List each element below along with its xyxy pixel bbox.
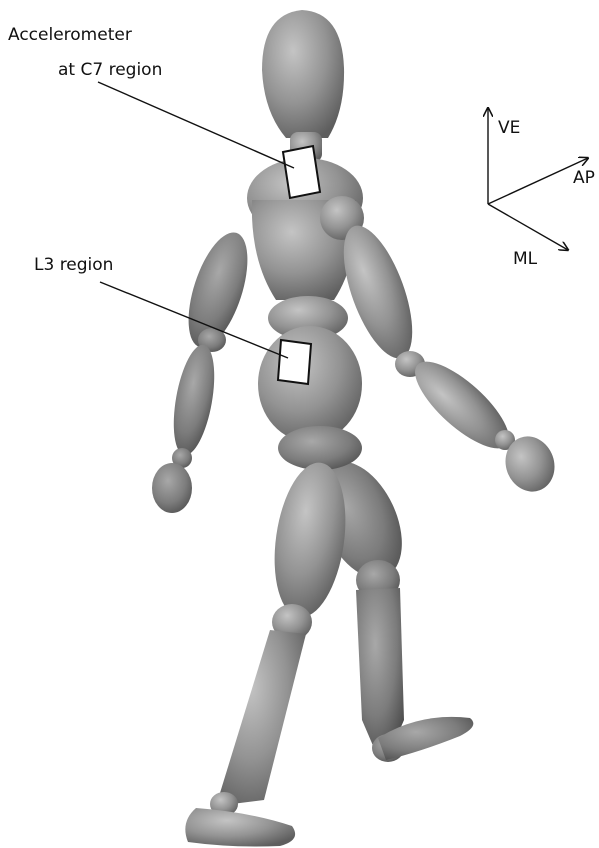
front-leg	[185, 458, 354, 846]
mannequin-head	[262, 10, 344, 162]
accelerometer-label-line1: Accelerometer	[8, 27, 132, 44]
l3-sensor-marker	[278, 340, 311, 384]
c7-accelerometer-marker	[283, 146, 320, 198]
l3-region-label: L3 region	[34, 257, 113, 274]
c7-leader-line	[98, 82, 294, 168]
ap-axis-label: AP	[573, 170, 595, 187]
accelerometer-label-line2: at C7 region	[58, 62, 162, 79]
ml-axis-label: ML	[513, 251, 537, 268]
ve-axis-label: VE	[498, 120, 520, 137]
back-arm	[152, 226, 259, 513]
ml-axis-arrow	[488, 204, 568, 250]
